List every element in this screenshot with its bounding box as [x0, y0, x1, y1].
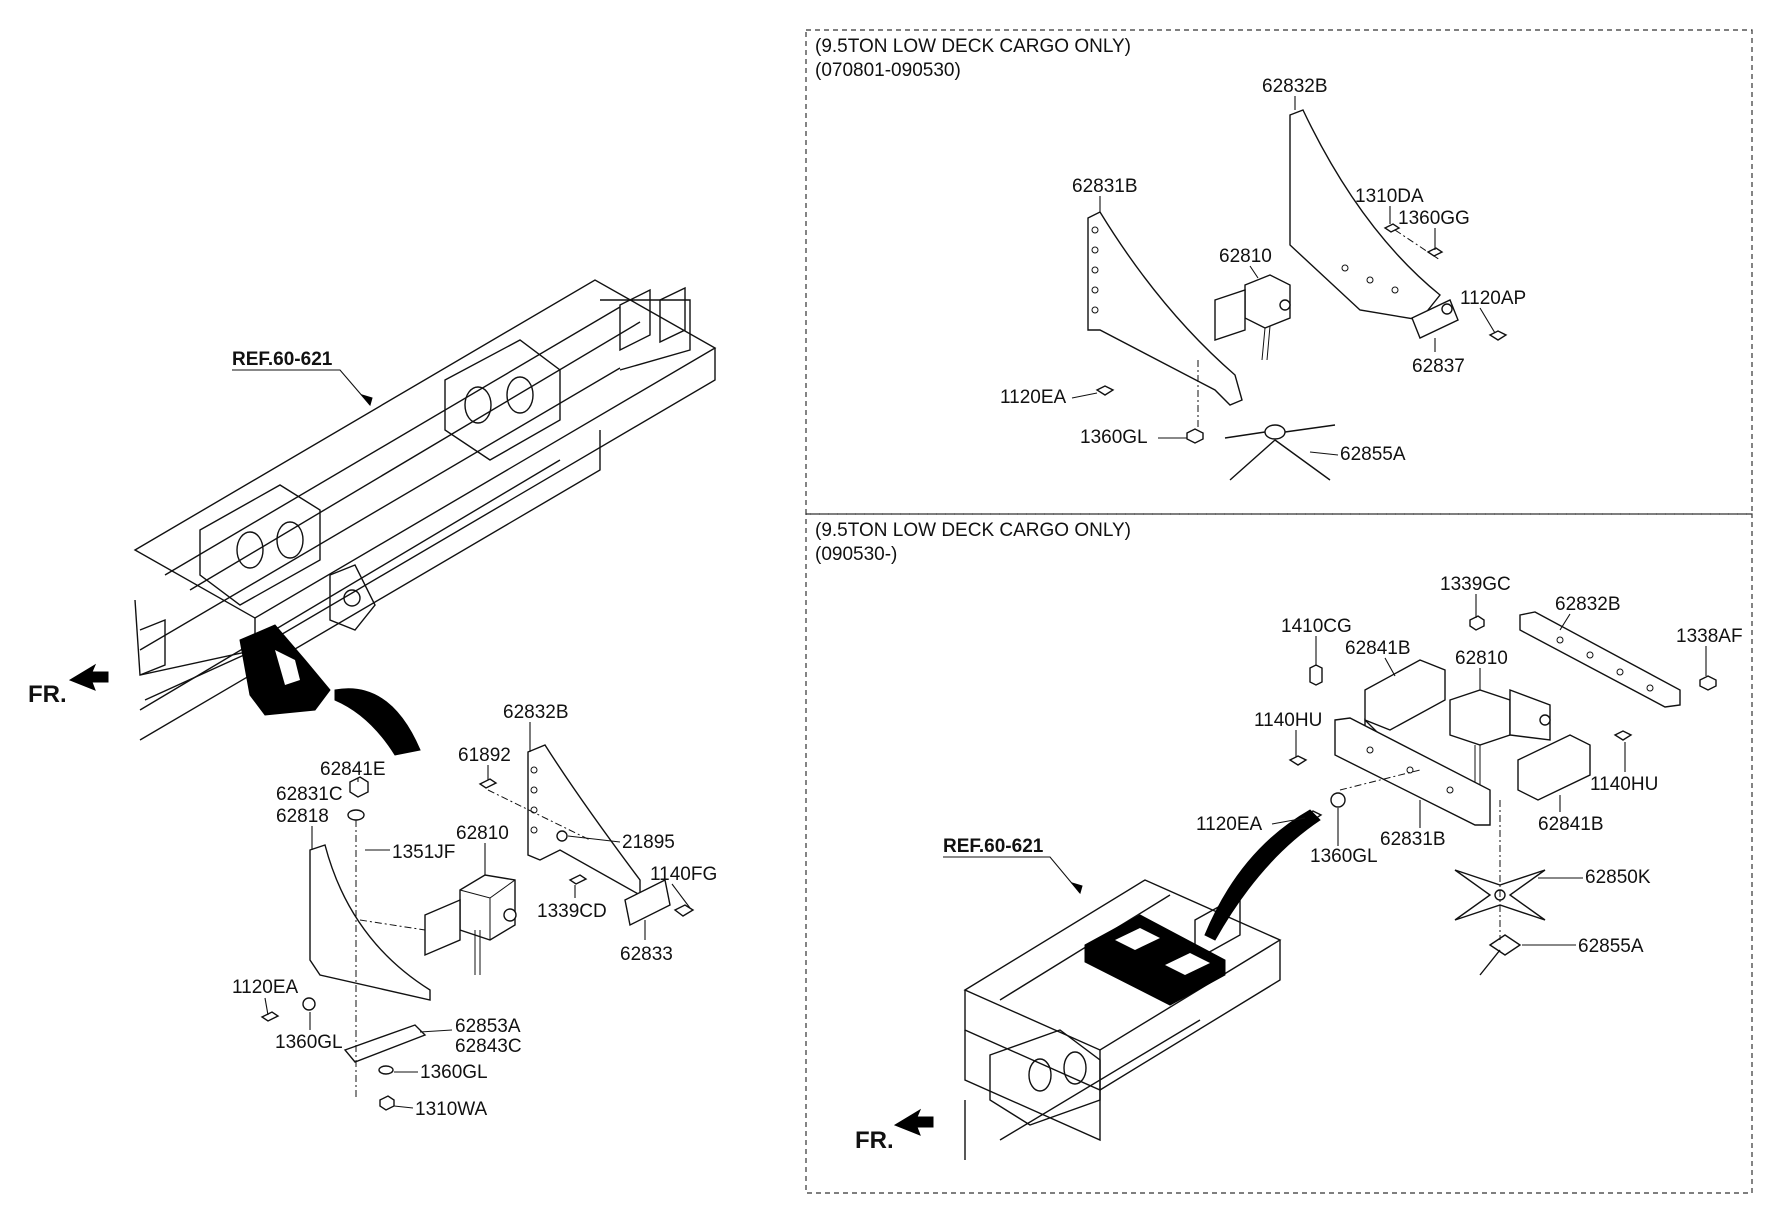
top-right-labels: 62832B 62831B 1310DA 1360GG 62810 1120AP… [1000, 76, 1526, 465]
label-1360GL-bottom: 1360GL [1310, 846, 1378, 867]
label-1339GC: 1339GC [1440, 574, 1511, 595]
label-1360GL-top: 1360GL [1080, 427, 1148, 448]
label-62855A-bottom: 62855A [1578, 936, 1644, 957]
label-62841B-a: 62841B [1345, 638, 1411, 659]
label-61892: 61892 [458, 745, 511, 766]
label-1120EA-top: 1120EA [1000, 387, 1067, 408]
label-1120EA: 1120EA [232, 977, 299, 998]
panel-top-right [805, 29, 1753, 515]
top-right-parts [1087, 109, 1508, 481]
panel-top-title: (9.5TON LOW DECK CARGO ONLY) [815, 36, 1131, 57]
label-1310DA: 1310DA [1355, 186, 1424, 207]
label-62843C: 62843C [455, 1036, 522, 1057]
label-62810-top: 62810 [1219, 246, 1272, 267]
label-62837: 62837 [1412, 356, 1465, 377]
front-arrow-icon-bottom [893, 1108, 934, 1136]
bottom-right-labels: 1339GC 62832B 1410CG 62841B 62810 1338AF… [1196, 574, 1743, 957]
label-62833: 62833 [620, 944, 673, 965]
label-62841E: 62841E [320, 759, 386, 780]
label-62841B-b: 62841B [1538, 814, 1604, 835]
panel-bottom-right [805, 513, 1753, 1194]
panel-bottom-dates: (090530-) [815, 544, 897, 565]
label-1410CG: 1410CG [1281, 616, 1352, 637]
bottom-frame [963, 809, 1321, 1160]
label-1120EA-bottom: 1120EA [1196, 814, 1263, 835]
chassis-frame [133, 279, 717, 741]
label-62810: 62810 [456, 823, 509, 844]
label-1339CD: 1339CD [537, 901, 607, 922]
label-1310WA: 1310WA [415, 1099, 487, 1120]
label-62850K: 62850K [1585, 867, 1651, 888]
panel-top-dates: (070801-090530) [815, 60, 961, 81]
label-62832B-bottom: 62832B [1555, 594, 1621, 615]
label-62855A-top: 62855A [1340, 444, 1406, 465]
label-62831B-bottom: 62831B [1380, 829, 1446, 850]
left-parts [260, 744, 695, 1111]
front-arrow-icon [68, 663, 109, 691]
label-62832B-top: 62832B [1262, 76, 1328, 97]
label-1360GL-a: 1360GL [275, 1032, 343, 1053]
label-1360GL-b: 1360GL [420, 1062, 488, 1083]
label-21895: 21895 [622, 832, 675, 853]
label-62818: 62818 [276, 806, 329, 827]
highlight-bracket [239, 624, 421, 756]
label-62831C: 62831C [276, 784, 343, 805]
label-62831B-top: 62831B [1072, 176, 1138, 197]
ref-label-bottom: REF.60-621 [943, 836, 1044, 857]
label-1140FG: 1140FG [650, 864, 717, 885]
ref-label: REF.60-621 [232, 349, 333, 370]
label-62853A: 62853A [455, 1016, 521, 1037]
label-1360GG: 1360GG [1398, 208, 1470, 229]
label-1351JF: 1351JF [392, 842, 455, 863]
bottom-right-parts [1288, 611, 1717, 976]
left-labels: 62832B 61892 62841E 62831C 62818 1351JF … [232, 702, 717, 1120]
label-1120AP: 1120AP [1460, 288, 1526, 309]
label-62810-bottom: 62810 [1455, 648, 1508, 669]
label-62832B: 62832B [503, 702, 569, 723]
label-1140HU-a: 1140HU [1254, 710, 1322, 731]
front-label-bottom: FR. [855, 1127, 894, 1154]
front-label: FR. [28, 681, 67, 708]
panel-bottom-title: (9.5TON LOW DECK CARGO ONLY) [815, 520, 1131, 541]
label-1338AF: 1338AF [1676, 626, 1743, 647]
label-1140HU-b: 1140HU [1590, 774, 1658, 795]
